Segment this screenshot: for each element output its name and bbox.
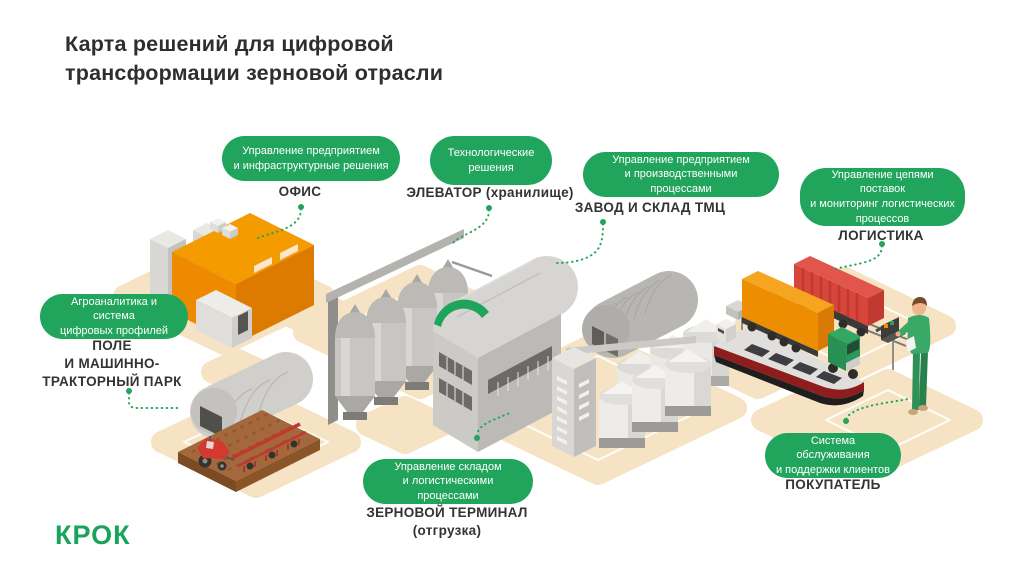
connector-office (257, 208, 302, 239)
field-plot (178, 410, 320, 492)
warehouse-quonset (582, 271, 698, 358)
connector-terminal (476, 412, 511, 437)
badge-field: Агроаналитика и система цифровых профиле… (40, 294, 188, 339)
badge-office: Управление предприятием и инфраструктурн… (222, 136, 400, 181)
badge-logistics: Управление цепями поставок и мониторинг … (800, 168, 965, 226)
factory-building (433, 256, 578, 452)
buyer-person (881, 297, 931, 415)
connector-field (128, 392, 181, 409)
badge-plant: Управление предприятием и производственн… (583, 152, 779, 197)
label-logistics: ЛОГИСТИКА (838, 228, 924, 243)
hangar (190, 352, 313, 439)
connector-dots (126, 204, 885, 441)
krok-logo: КРОК (55, 520, 131, 550)
page-title: Карта решений для цифровой трансформации… (65, 32, 444, 86)
label-buyer: ПОКУПАТЕЛЬ (785, 477, 881, 492)
truck (742, 271, 860, 379)
label-plant: ЗАВОД И СКЛАД ТМЦ (574, 200, 726, 215)
badge-buyer: Система обслуживания и поддержки клиенто… (765, 433, 901, 478)
label-terminal: ЗЕРНОВОЙ ТЕРМИНАЛ (отгрузка) (366, 505, 528, 538)
connector-buyer (845, 398, 909, 420)
connector-plant (555, 223, 604, 264)
label-elevator: ЭЛЕВАТОР (хранилище) (406, 185, 574, 200)
terminal-silos (566, 319, 729, 448)
connector-logistics (835, 245, 883, 270)
badge-terminal: Управление складом и логистическими проц… (363, 459, 533, 504)
badge-elevator: Технологические решения (430, 136, 552, 185)
connectors (128, 208, 909, 437)
terminal-tower (552, 347, 596, 457)
tractor (197, 436, 230, 471)
label-field: ПОЛЕ И МАШИННО- ТРАКТОРНЫЙ ПАРК (42, 338, 182, 389)
label-office: ОФИС (278, 184, 322, 199)
seeder (225, 422, 307, 472)
office-building (150, 213, 314, 348)
